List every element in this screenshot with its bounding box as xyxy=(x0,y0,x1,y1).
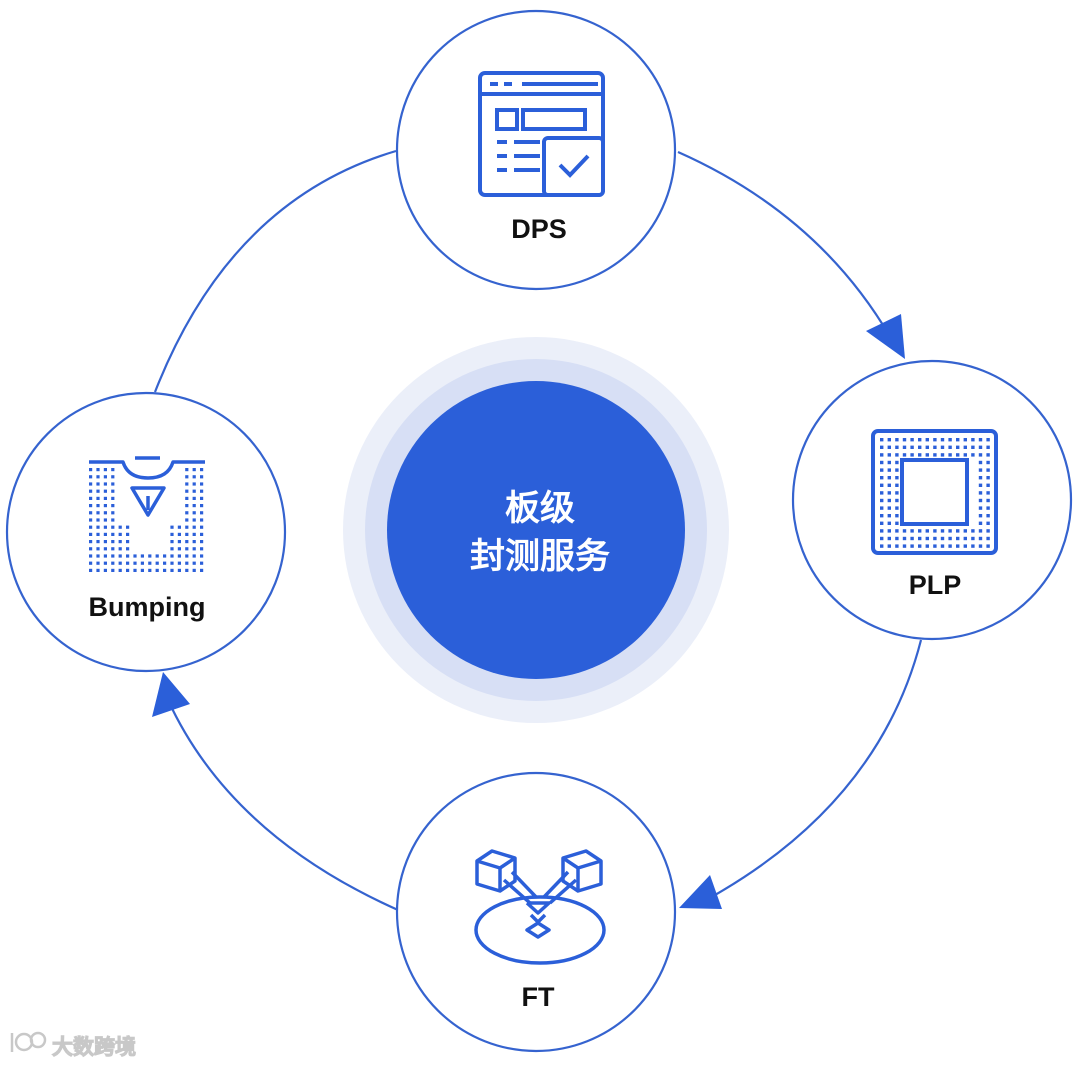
watermark: 大数跨境 xyxy=(10,1031,137,1060)
node-plp: PLP xyxy=(791,359,1073,641)
center-circle xyxy=(387,381,685,679)
watermark-text: 大数跨境 xyxy=(52,1035,136,1059)
node-ft-label: FT xyxy=(522,982,555,1012)
node-dps-label: DPS xyxy=(511,214,567,244)
center-title-line1: 板级 xyxy=(505,489,575,529)
watermark-logo-icon xyxy=(10,1031,47,1052)
chip-grid-icon xyxy=(871,429,998,555)
arrow-head-to-bumping xyxy=(152,672,190,717)
probe-wafer-icon xyxy=(474,849,606,965)
arc-bumping-to-dps xyxy=(153,149,397,393)
cycle-arcs xyxy=(153,149,923,912)
arc-ft-to-bumping xyxy=(167,699,399,912)
node-ft: FT xyxy=(395,771,677,1053)
arc-plp-to-ft xyxy=(714,639,923,896)
node-bumping-label: Bumping xyxy=(89,592,206,622)
bump-needle-icon xyxy=(89,456,205,572)
node-dps: DPS xyxy=(395,9,677,291)
arc-dps-to-plp xyxy=(677,150,893,341)
center-hub: 板级 封测服务 xyxy=(343,337,729,723)
arrow-head-to-plp xyxy=(866,314,905,359)
center-title-line2: 封测服务 xyxy=(470,537,610,577)
arrow-head-to-ft xyxy=(679,875,722,909)
node-dps-circle xyxy=(395,9,677,291)
document-check-icon xyxy=(478,71,605,197)
node-bumping: Bumping xyxy=(5,391,287,673)
node-bumping-circle xyxy=(5,391,287,673)
node-plp-label: PLP xyxy=(909,570,962,600)
